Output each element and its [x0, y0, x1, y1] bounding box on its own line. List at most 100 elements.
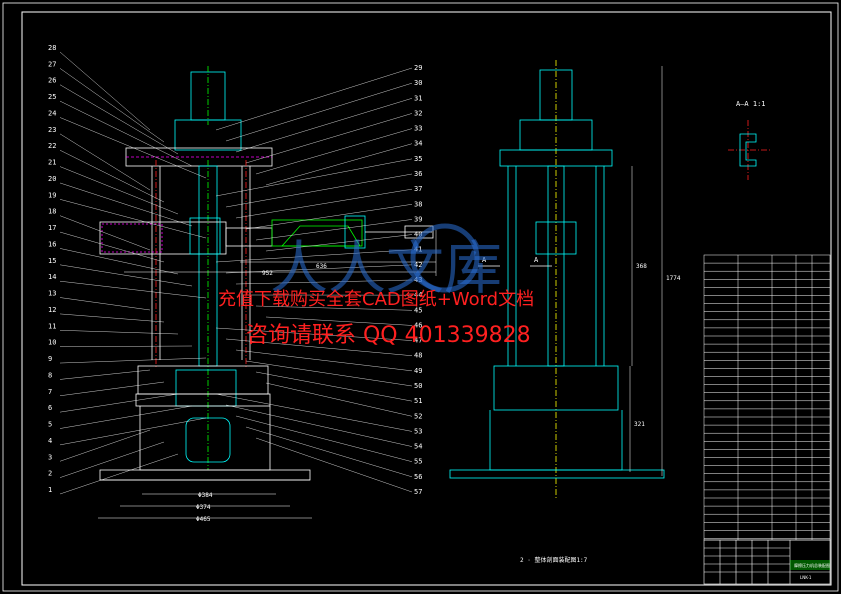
part-label-41: 41 [414, 246, 422, 254]
leader-line [265, 143, 413, 186]
part-label-1: 1 [48, 486, 52, 494]
part-label-46: 46 [414, 321, 422, 329]
part-label-40: 40 [414, 231, 422, 239]
leader-line [59, 84, 179, 155]
leader-line [59, 215, 151, 251]
watermark-logo: 人人文库 [270, 223, 502, 302]
part-label-28: 28 [48, 44, 56, 52]
leader-line [235, 279, 413, 285]
dim-side-3: 321 [634, 421, 645, 428]
leader-line [59, 369, 151, 380]
part-label-27: 27 [48, 60, 56, 68]
part-label-34: 34 [414, 140, 422, 148]
leader-line [255, 219, 413, 241]
title-block-title: 摩擦压力机总装配图 [794, 562, 830, 568]
dim-side-2: 1774 [666, 275, 681, 282]
leader-line [59, 231, 165, 263]
leader-line [235, 188, 413, 219]
leader-line [59, 133, 151, 191]
part-label-31: 31 [414, 94, 422, 102]
watermark-line-1: 充值下载购买全套CAD图纸+Word文档 [218, 289, 534, 310]
dim-front-top: 636 [316, 263, 327, 270]
section-detail-aa [728, 120, 770, 180]
svg-text:人人文库: 人人文库 [270, 234, 502, 302]
part-label-9: 9 [48, 355, 52, 363]
part-label-8: 8 [48, 371, 52, 379]
part-label-30: 30 [414, 79, 422, 87]
leader-line [245, 360, 413, 387]
leader-line [59, 150, 165, 203]
leader-line [215, 249, 413, 263]
title-block [703, 539, 831, 585]
part-label-45: 45 [414, 306, 422, 314]
section-detail-title: A—A 1:1 [736, 100, 766, 108]
leader-line [59, 280, 207, 299]
part-label-14: 14 [48, 273, 56, 281]
leader-line [215, 327, 413, 341]
leader-line [245, 426, 413, 478]
part-label-36: 36 [414, 170, 422, 178]
leader-line [59, 357, 207, 364]
leader-line [255, 371, 413, 402]
leader-line [59, 313, 165, 323]
side-view [449, 60, 665, 500]
part-label-23: 23 [48, 126, 56, 134]
dim-front-mid: 952 [262, 270, 273, 277]
part-label-4: 4 [48, 437, 52, 445]
dim-side-1: 368 [636, 263, 647, 270]
leader-line [245, 204, 413, 230]
leader-line [59, 51, 151, 131]
part-label-39: 39 [414, 215, 422, 223]
part-label-13: 13 [48, 290, 56, 298]
part-label-7: 7 [48, 388, 52, 396]
part-label-43: 43 [414, 276, 422, 284]
leader-line [235, 349, 413, 372]
part-label-56: 56 [414, 473, 422, 481]
leader-line [59, 441, 165, 478]
part-label-33: 33 [414, 125, 422, 133]
part-label-48: 48 [414, 352, 422, 360]
part-label-10: 10 [48, 339, 56, 347]
leader-line [59, 381, 165, 396]
leader-line [59, 182, 193, 227]
leader-line [225, 404, 413, 447]
leader-line [215, 393, 413, 432]
leader-line [59, 393, 179, 413]
part-label-21: 21 [48, 159, 56, 167]
leader-line [225, 338, 413, 356]
part-label-17: 17 [48, 224, 56, 232]
part-label-44: 44 [414, 291, 422, 299]
part-label-3: 3 [48, 453, 52, 461]
part-label-18: 18 [48, 208, 56, 216]
watermark-line-2: 咨询请联系 QQ 401339828 [246, 323, 531, 348]
leader-line [245, 113, 413, 164]
leader-line [59, 68, 165, 143]
leader-line [255, 305, 413, 311]
part-label-54: 54 [414, 443, 422, 451]
leader-lines-right [215, 67, 413, 493]
part-label-57: 57 [414, 488, 422, 496]
part-label-11: 11 [48, 322, 56, 330]
leader-lines-left [59, 51, 207, 495]
leader-line [59, 453, 179, 495]
part-label-15: 15 [48, 257, 56, 265]
part-label-35: 35 [414, 155, 422, 163]
leader-line [235, 98, 413, 153]
leader-line [255, 128, 413, 175]
part-label-22: 22 [48, 142, 56, 150]
leader-line [59, 429, 151, 462]
dim-base-1: Φ384 [198, 492, 213, 499]
part-label-50: 50 [414, 382, 422, 390]
part-number-labels-right: 2930313233343536373839404142434445464748… [414, 64, 422, 496]
leader-line [59, 264, 193, 287]
dim-base-2: Φ374 [196, 504, 211, 511]
leader-line [235, 415, 413, 462]
leader-line [59, 166, 179, 215]
part-label-6: 6 [48, 404, 52, 412]
leader-line [59, 100, 193, 167]
section-mark-right: A [534, 256, 539, 264]
leader-line [59, 199, 207, 239]
leader-line [59, 297, 151, 311]
